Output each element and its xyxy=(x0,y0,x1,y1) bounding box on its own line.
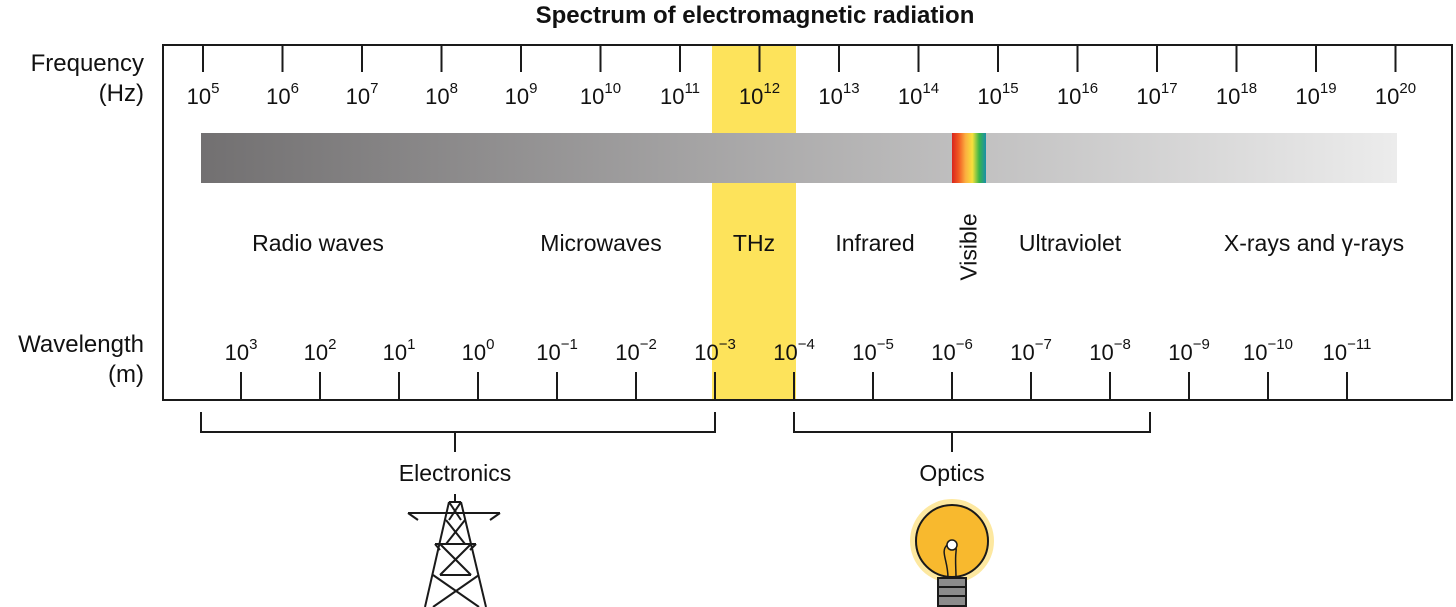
wavelength-tick-label: 10−6 xyxy=(931,336,973,365)
wavelength-tick-label: 10−8 xyxy=(1089,336,1131,365)
band-ultraviolet: Ultraviolet xyxy=(1018,230,1122,256)
wavelength-tick-label: 10−2 xyxy=(615,336,657,365)
diagram-title: Spectrum of electromagnetic radiation xyxy=(535,2,975,29)
frequency-tick-label: 1014 xyxy=(897,80,940,109)
frequency-tick-label: 1017 xyxy=(1136,80,1178,109)
frequency-tick-label: 106 xyxy=(266,80,299,109)
wavelength-axis-label: Wavelength (m) xyxy=(18,330,144,390)
wavelength-tick-label: 10−1 xyxy=(536,336,578,365)
band-infrared: Infrared xyxy=(835,230,915,256)
frequency-label-line2: (Hz) xyxy=(98,80,144,107)
group-electronics-label: Electronics xyxy=(398,460,512,486)
frequency-tick-label: 1020 xyxy=(1374,80,1417,109)
electronics-bracket xyxy=(200,412,716,452)
power-pylon-icon xyxy=(407,494,501,607)
frequency-tick-label: 1010 xyxy=(579,80,622,109)
wavelength-tick-label: 101 xyxy=(382,336,416,365)
visible-rainbow-segment xyxy=(952,133,986,183)
band-radio-waves: Radio waves xyxy=(252,230,384,256)
frequency-tick-label: 1018 xyxy=(1215,80,1258,109)
frequency-axis-label: Frequency (Hz) xyxy=(31,49,144,109)
band-microwaves: Microwaves xyxy=(540,230,662,256)
thz-highlight-band xyxy=(712,45,796,400)
wavelength-tick-label: 10−7 xyxy=(1010,336,1052,365)
wavelength-tick-label: 10−10 xyxy=(1243,336,1293,365)
frequency-tick-label: 1015 xyxy=(977,80,1019,109)
wavelength-ticks xyxy=(240,372,1348,400)
frequency-label-line1: Frequency xyxy=(30,50,144,77)
band-xrays-gamma: X-rays and γ-rays xyxy=(1223,230,1405,256)
light-bulb-icon xyxy=(910,499,994,607)
wavelength-tick-label: 102 xyxy=(303,336,337,365)
wavelength-tick-label: 10−9 xyxy=(1168,336,1210,365)
frequency-tick-label: 108 xyxy=(425,80,458,109)
wavelength-tick-label: 10−5 xyxy=(852,336,894,365)
frequency-tick-label: 1012 xyxy=(738,80,781,109)
wavelength-tick-label: 100 xyxy=(461,336,495,365)
frequency-tick-label: 107 xyxy=(345,80,379,109)
optics-bracket xyxy=(793,412,1151,452)
frequency-tick-label: 1016 xyxy=(1056,80,1099,109)
wavelength-tick-label: 10−4 xyxy=(773,336,815,365)
frequency-tick-label: 105 xyxy=(186,80,220,109)
spectrum-gradient-bar xyxy=(201,133,1397,183)
wavelength-label-line1: Wavelength xyxy=(18,331,144,358)
band-visible: Visible xyxy=(955,213,982,281)
frequency-tick-label: 1011 xyxy=(659,80,701,109)
frequency-tick-label: 1019 xyxy=(1295,80,1337,109)
band-thz: THz xyxy=(732,230,776,256)
wavelength-tick-label: 10−11 xyxy=(1322,336,1372,365)
frequency-tick-label: 1013 xyxy=(818,80,860,109)
diagram-frame xyxy=(162,44,1453,401)
wavelength-label-line2: (m) xyxy=(108,361,144,388)
wavelength-tick-label: 10−3 xyxy=(694,336,736,365)
frequency-ticks xyxy=(202,45,1397,72)
frequency-tick-label: 109 xyxy=(504,80,538,109)
group-optics-label: Optics xyxy=(919,460,985,486)
wavelength-tick-label: 103 xyxy=(224,336,258,365)
